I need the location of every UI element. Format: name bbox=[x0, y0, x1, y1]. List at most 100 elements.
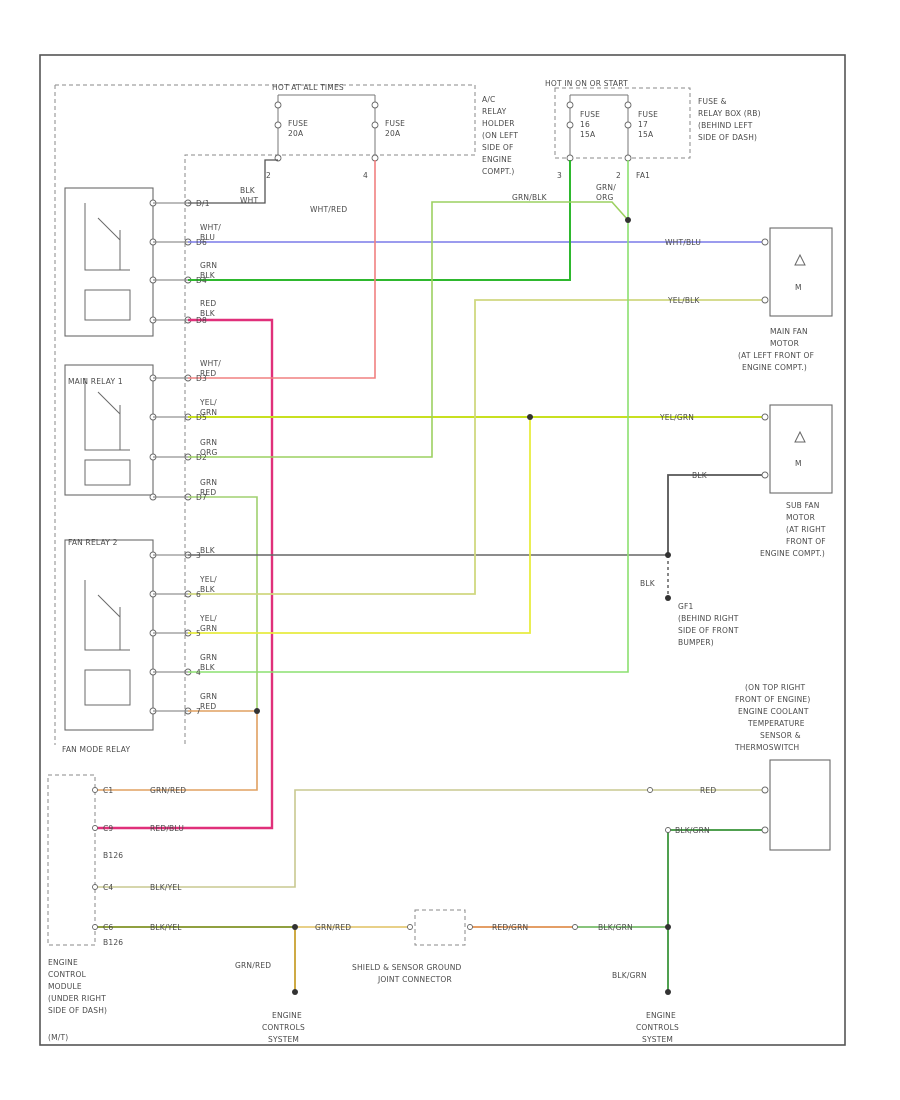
wire-blk-sub-fan bbox=[667, 474, 765, 555]
svg-text:C4: C4 bbox=[103, 883, 113, 892]
svg-text:ENGINE: ENGINE bbox=[482, 155, 512, 164]
sub-fan-motor-label: SUB FAN MOTOR (AT RIGHT FRONT OF ENGINE … bbox=[760, 501, 826, 558]
main-fan-motor-label: MAIN FAN MOTOR (AT LEFT FRONT OF ENGINE … bbox=[738, 327, 814, 372]
svg-text:ENGINE COOLANT: ENGINE COOLANT bbox=[738, 707, 809, 716]
wire-blk-yel-1 bbox=[95, 789, 765, 888]
svg-text:GRN/BLK: GRN/BLK bbox=[512, 193, 548, 202]
svg-text:FRONT OF ENGINE): FRONT OF ENGINE) bbox=[735, 695, 810, 704]
svg-text:3: 3 bbox=[196, 551, 201, 560]
svg-text:ENGINE: ENGINE bbox=[272, 1011, 302, 1020]
svg-text:RED/GRN: RED/GRN bbox=[492, 923, 528, 932]
svg-text:BLK/GRN: BLK/GRN bbox=[612, 971, 647, 980]
wire-blk bbox=[188, 159, 278, 204]
wire-grn-red bbox=[188, 496, 258, 711]
wire-grn-red-2 bbox=[95, 710, 258, 791]
svg-text:5: 5 bbox=[196, 629, 201, 638]
svg-text:D5: D5 bbox=[196, 413, 207, 422]
fuse-20a-left: FUSE 20A bbox=[274, 95, 308, 162]
svg-text:GRN: GRN bbox=[200, 692, 217, 701]
svg-text:GRN: GRN bbox=[200, 261, 217, 270]
svg-text:YEL/GRN: YEL/GRN bbox=[659, 413, 694, 422]
sub-fan-motor: M bbox=[761, 404, 833, 494]
svg-text:C6: C6 bbox=[103, 923, 113, 932]
svg-text:SIDE OF DASH): SIDE OF DASH) bbox=[48, 1006, 107, 1015]
svg-text:(ON LEFT: (ON LEFT bbox=[482, 131, 518, 140]
svg-text:SYSTEM: SYSTEM bbox=[268, 1035, 299, 1044]
svg-text:FRONT OF: FRONT OF bbox=[786, 537, 826, 546]
svg-text:SIDE OF FRONT: SIDE OF FRONT bbox=[678, 626, 739, 635]
wire-grn-org bbox=[188, 201, 629, 458]
svg-text:M: M bbox=[795, 459, 802, 468]
svg-text:MOTOR: MOTOR bbox=[786, 513, 815, 522]
connector-b126-label: B126 bbox=[103, 938, 123, 947]
svg-text:D6: D6 bbox=[196, 238, 207, 247]
ecm-label: ENGINE CONTROL MODULE (UNDER RIGHT SIDE … bbox=[48, 958, 107, 1042]
svg-text:RED/BLU: RED/BLU bbox=[150, 824, 184, 833]
svg-text:(AT LEFT FRONT OF: (AT LEFT FRONT OF bbox=[738, 351, 814, 360]
relay-label: MAIN RELAY 1 bbox=[68, 377, 123, 386]
svg-text:D4: D4 bbox=[196, 276, 207, 285]
svg-text:2: 2 bbox=[616, 171, 621, 180]
svg-text:HOLDER: HOLDER bbox=[482, 119, 515, 128]
svg-text:WHT/: WHT/ bbox=[200, 359, 221, 368]
wire-blk-grn-ect bbox=[667, 829, 765, 927]
svg-text:BLK: BLK bbox=[200, 585, 216, 594]
svg-text:BLK/YEL: BLK/YEL bbox=[150, 883, 182, 892]
svg-text:YEL/: YEL/ bbox=[199, 575, 217, 584]
svg-text:D2: D2 bbox=[196, 453, 207, 462]
svg-text:ENGINE COMPT.): ENGINE COMPT.) bbox=[742, 363, 807, 372]
ect-sensor bbox=[761, 759, 831, 851]
svg-text:ORG: ORG bbox=[200, 448, 218, 457]
svg-text:FA1: FA1 bbox=[636, 171, 650, 180]
ecm-outline bbox=[47, 774, 96, 946]
svg-text:COMPT.): COMPT.) bbox=[482, 167, 515, 176]
svg-text:RED: RED bbox=[200, 488, 216, 497]
diagram-frame bbox=[39, 54, 846, 1046]
svg-text:WHT/BLU: WHT/BLU bbox=[665, 238, 701, 247]
svg-text:BLK: BLK bbox=[200, 663, 216, 672]
svg-text:SIDE OF: SIDE OF bbox=[482, 143, 514, 152]
shield-joint-connector bbox=[414, 909, 466, 946]
svg-text:SIDE OF DASH): SIDE OF DASH) bbox=[698, 133, 757, 142]
svg-text:GF1: GF1 bbox=[678, 602, 694, 611]
pin-number-labels: D/1 D6 D4 D8 D3 D5 D2 D7 3 6 5 4 7 C1 C9… bbox=[103, 171, 650, 932]
ecm-pins bbox=[92, 787, 98, 930]
hot-at-all-times-label: HOT AT ALL TIMES bbox=[272, 83, 344, 92]
svg-text:D/1: D/1 bbox=[196, 199, 210, 208]
svg-text:ENGINE: ENGINE bbox=[646, 1011, 676, 1020]
svg-text:ORG: ORG bbox=[596, 193, 614, 202]
svg-text:BLK: BLK bbox=[640, 579, 656, 588]
splice-dots bbox=[254, 217, 671, 995]
svg-text:BLK: BLK bbox=[200, 546, 216, 555]
ect-sensor-label: (ON TOP RIGHT FRONT OF ENGINE) ENGINE CO… bbox=[734, 683, 810, 752]
svg-text:3: 3 bbox=[557, 171, 562, 180]
svg-text:RELAY BOX (RB): RELAY BOX (RB) bbox=[698, 109, 761, 118]
fuse-rating: 20A bbox=[288, 129, 304, 138]
fuse-number: 17 bbox=[638, 120, 648, 129]
fuse-rating: 15A bbox=[580, 130, 596, 139]
svg-text:BLK/GRN: BLK/GRN bbox=[675, 826, 710, 835]
svg-text:D3: D3 bbox=[196, 374, 207, 383]
wire-grn-blk-2 bbox=[188, 160, 629, 673]
ac-relay-holder-label: A/C RELAY HOLDER (ON LEFT SIDE OF ENGINE… bbox=[482, 95, 518, 176]
main-fan-motor: M bbox=[761, 227, 833, 317]
wire-wht-red bbox=[188, 160, 376, 379]
svg-text:RED: RED bbox=[700, 786, 716, 795]
fan-relay-2: FAN RELAY 2 bbox=[64, 538, 154, 731]
wire-grn-blk bbox=[188, 160, 571, 281]
svg-text:BLU: BLU bbox=[200, 233, 215, 242]
connector-b126-label: B126 bbox=[103, 851, 123, 860]
svg-text:C1: C1 bbox=[103, 786, 113, 795]
fuse-16: FUSE 16 15A bbox=[566, 95, 600, 162]
svg-text:SENSOR &: SENSOR & bbox=[760, 731, 801, 740]
svg-text:7: 7 bbox=[196, 707, 201, 716]
svg-text:(AT RIGHT: (AT RIGHT bbox=[786, 525, 826, 534]
wire-yel-grn-2 bbox=[188, 417, 531, 634]
svg-text:MODULE: MODULE bbox=[48, 982, 82, 991]
svg-text:YEL/: YEL/ bbox=[199, 398, 217, 407]
engine-controls-system-right: ENGINE CONTROLS SYSTEM bbox=[636, 1011, 679, 1044]
svg-text:WHT/RED: WHT/RED bbox=[310, 205, 347, 214]
svg-text:ENGINE: ENGINE bbox=[48, 958, 78, 967]
svg-text:JOINT CONNECTOR: JOINT CONNECTOR bbox=[377, 975, 452, 984]
svg-text:ENGINE COMPT.): ENGINE COMPT.) bbox=[760, 549, 825, 558]
